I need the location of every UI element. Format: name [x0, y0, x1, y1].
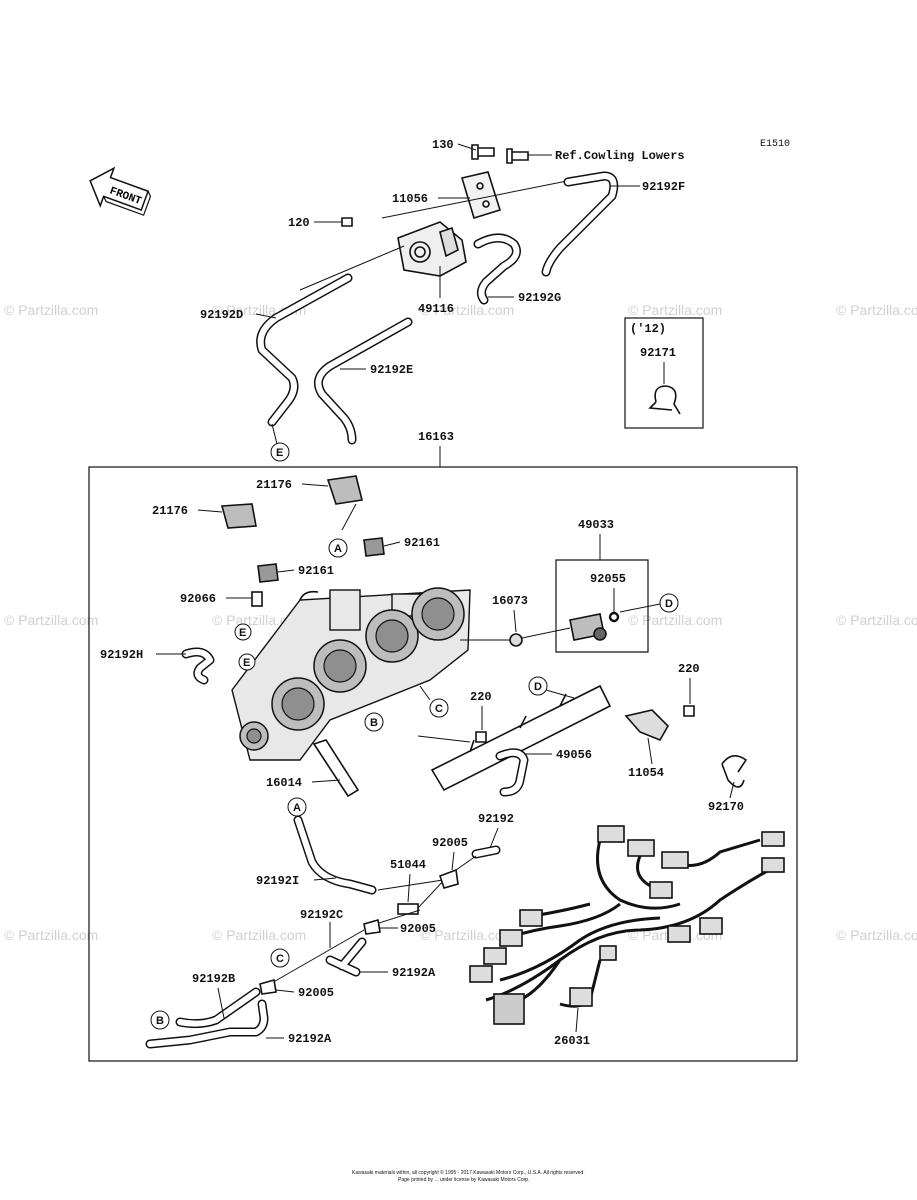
label-92055: 92055 — [590, 572, 626, 586]
svg-text:E: E — [243, 657, 250, 669]
label-92192I: 92192I — [256, 874, 299, 888]
label-92171: 92171 — [640, 346, 676, 360]
ref-E-top — [270, 442, 290, 462]
copyright-text: Kawasaki materials within, all copyright… — [352, 1169, 585, 1176]
label-21176-left: 21176 — [152, 504, 188, 518]
svg-text:A: A — [293, 802, 301, 814]
watermark: © Partzilla.com — [836, 302, 917, 318]
wiring-harness-26031: 26031 — [469, 825, 785, 1048]
watermark: © Partzilla.com — [836, 612, 917, 628]
label-16163: 16163 — [418, 430, 454, 444]
label-92161-left: 92161 — [298, 564, 334, 578]
label-11056: 11056 — [392, 192, 428, 206]
label-26031: 26031 — [554, 1034, 590, 1048]
watermark: © Partzilla.com — [836, 927, 917, 943]
label-49116: 49116 — [418, 302, 454, 316]
watermark: © Partzilla.com — [212, 927, 306, 943]
svg-text:B: B — [156, 1015, 164, 1027]
clamp-92171-icon — [648, 385, 681, 415]
small-parts — [181, 475, 748, 797]
copyright-text-2: Page printed by ... under license by Kaw… — [398, 1177, 529, 1183]
svg-text:B: B — [370, 717, 378, 729]
label-92192: 92192 — [478, 812, 514, 826]
label-92066: 92066 — [180, 592, 216, 606]
label-92192E: 92192E — [370, 363, 413, 377]
ref-note: Ref.Cowling Lowers — [555, 149, 685, 163]
ref-D-box — [659, 593, 679, 613]
label-21176-upper: 21176 — [256, 478, 292, 492]
ref-E-left — [234, 623, 252, 641]
watermark: © Partzilla.com — [628, 612, 722, 628]
label-92192F: 92192F — [642, 180, 685, 194]
svg-text:E: E — [239, 627, 246, 639]
svg-text:A: A — [334, 543, 342, 555]
lower-hoses: A C B — [145, 797, 501, 1049]
watermark: © Partzilla.com — [628, 302, 722, 318]
svg-text:E: E — [276, 447, 283, 459]
ref-C-upper — [429, 698, 449, 718]
label-130: 130 — [432, 138, 454, 152]
label-92192D: 92192D — [200, 308, 243, 322]
svg-text:C: C — [276, 953, 284, 965]
label-92192G: 92192G — [518, 291, 561, 305]
ref-D-rail — [528, 676, 548, 696]
ref-E-lower — [238, 653, 256, 671]
label-51044: 51044 — [390, 858, 426, 872]
diagram-code: E1510 — [760, 139, 790, 150]
label-220-right: 220 — [678, 662, 700, 676]
ref-B — [364, 712, 384, 732]
watermark: © Partzilla.com — [4, 612, 98, 628]
svg-text:D: D — [665, 598, 673, 610]
watermark: © Partzilla.com — [4, 302, 98, 318]
label-92192B: 92192B — [192, 972, 235, 986]
assembly-box-16163 — [88, 466, 798, 1062]
label-92005-c: 92005 — [298, 986, 334, 1000]
label-92161-upper: 92161 — [404, 536, 440, 550]
label-92192C: 92192C — [300, 908, 343, 922]
watermark: © Partzilla.com — [4, 927, 98, 943]
top-assembly — [256, 144, 619, 445]
label-16073: 16073 — [492, 594, 528, 608]
label-16014: 16014 — [266, 776, 302, 790]
label-92192H: 92192H — [100, 648, 143, 662]
svg-text:C: C — [435, 703, 443, 715]
watermark: © Partzilla.com — [420, 302, 514, 318]
main-labels: 21176 21176 A 92161 92161 92066 E E 9219… — [100, 478, 744, 814]
label-49056: 49056 — [556, 748, 592, 762]
ref-B-lower — [150, 1010, 170, 1030]
top-labels: 130 Ref.Cowling Lowers 92192F 11056 120 … — [200, 138, 685, 462]
front-arrow-icon: FRONT — [89, 166, 152, 216]
variant-note: ('12) — [630, 322, 666, 336]
label-49033: 49033 — [578, 518, 614, 532]
label-11054: 11054 — [628, 766, 664, 780]
label-92170: 92170 — [708, 800, 744, 814]
label-220-left: 220 — [470, 690, 492, 704]
injector-box-49033: 49033 92055 D — [555, 518, 679, 653]
label-92005-b: 92005 — [400, 922, 436, 936]
ref-C-lower — [270, 948, 290, 968]
label-92192A-upper: 92192A — [392, 966, 436, 980]
variant-box: ('12) 92171 — [624, 317, 704, 429]
ref-A-upper — [328, 538, 348, 558]
label-92005-a: 92005 — [432, 836, 468, 850]
label-92192A-lower: 92192A — [288, 1032, 332, 1046]
label-120: 120 — [288, 216, 310, 230]
lower-labels: 92192 92005 51044 92192I 92192C 92005 92… — [192, 812, 514, 1046]
svg-text:D: D — [534, 681, 542, 693]
watermarks: © Partzilla.com © Partzilla.com © Partzi… — [4, 302, 917, 943]
throttle-body-assembly — [231, 587, 471, 798]
watermark: © Partzilla.com — [420, 927, 514, 943]
